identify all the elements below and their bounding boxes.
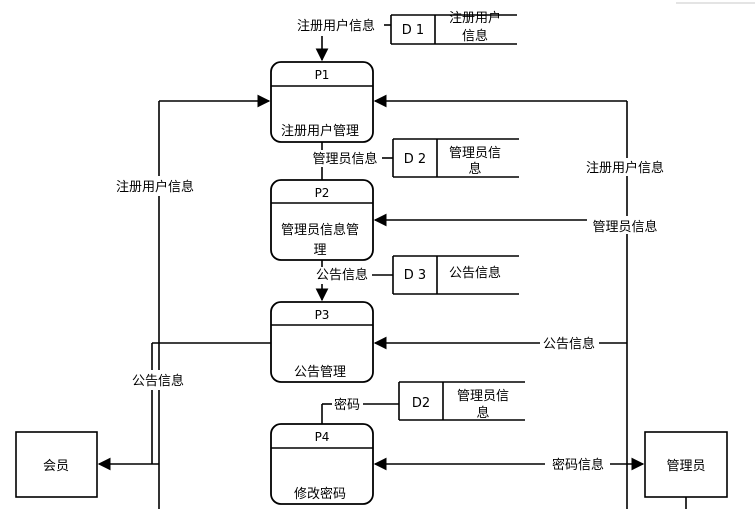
data-store-d2-second-name-line1: 管理员信 [457,389,509,404]
data-store-d1-name-line1: 注册用户 [449,10,501,26]
process-p4-id: P4 [315,430,330,444]
process-p2-id: P2 [315,186,330,200]
flow-admin-p3: 公告信息 [373,336,627,352]
flow-p4-d2: 密码 [321,397,399,424]
process-p4: P4 修改密码 [270,423,374,505]
entity-admin-label: 管理员 [666,459,705,474]
flow-d2-p2-label: 管理员信息 [312,151,377,167]
flow-d1-to-p1: 注册用户信息 [297,18,391,62]
data-store-d2-name-line2: 息 [468,161,481,177]
process-p2-name-line1: 管理员信息管 [281,222,359,238]
flow-d1-to-p1-label: 注册用户信息 [297,18,375,34]
flow-d2-p2: 管理员信息 [312,142,393,180]
data-store-d1-id: D 1 [402,23,424,38]
data-store-d3-id: D 3 [404,268,426,283]
process-p3-id: P3 [315,308,330,322]
entity-member: 会员 [15,431,98,498]
flow-p1-member-label: 注册用户信息 [116,179,194,195]
process-p1-name: 注册用户管理 [281,123,359,139]
data-store-d2: D 2 管理员信 息 [392,138,519,178]
data-store-d1-name-line2: 信息 [462,28,488,44]
data-store-d2-id: D 2 [404,152,426,167]
process-p1: P1 注册用户管理 [270,61,374,143]
entity-admin: 管理员 [644,431,728,509]
flow-admin-bus: 注册用户信息 [586,101,664,509]
data-store-d2-name-line1: 管理员信 [449,146,501,161]
flow-p3-member-label: 公告信息 [132,373,184,389]
flow-admin-p2-label: 管理员信息 [592,219,657,235]
entity-member-label: 会员 [43,459,69,474]
flow-admin-p3-label: 公告信息 [543,336,595,352]
process-p2-name-line2: 理 [313,243,326,258]
data-store-d3: D 3 公告信息 [392,255,519,295]
data-store-d3-name: 公告信息 [449,265,501,281]
flow-d3-to-p3-label: 公告信息 [316,267,368,283]
process-p4-name: 修改密码 [294,486,346,502]
flow-p3-member: 公告信息 [132,342,271,464]
process-p2: P2 管理员信息管 理 [270,179,374,261]
flow-p4-d2-label: 密码 [334,397,360,413]
data-store-d2-second-name-line2: 息 [476,405,489,421]
flow-admin-p4-label: 密码信息 [552,457,604,473]
process-p3: P3 公告管理 [270,301,374,383]
data-store-d1: D 1 注册用户 信息 [390,10,517,45]
flow-member-bus: 注册用户信息 [97,94,271,509]
data-store-d2-second-id: D2 [412,396,430,411]
flow-admin-p1-label: 注册用户信息 [586,160,664,176]
flow-d3-to-p3: 公告信息 [315,260,393,302]
data-store-d2-second: D2 管理员信 息 [398,381,525,421]
process-p1-id: P1 [315,68,330,82]
flow-admin-p2: 管理员信息 [373,213,658,235]
process-p3-name: 公告管理 [294,365,346,380]
flow-admin-p4: 密码信息 [373,457,645,473]
